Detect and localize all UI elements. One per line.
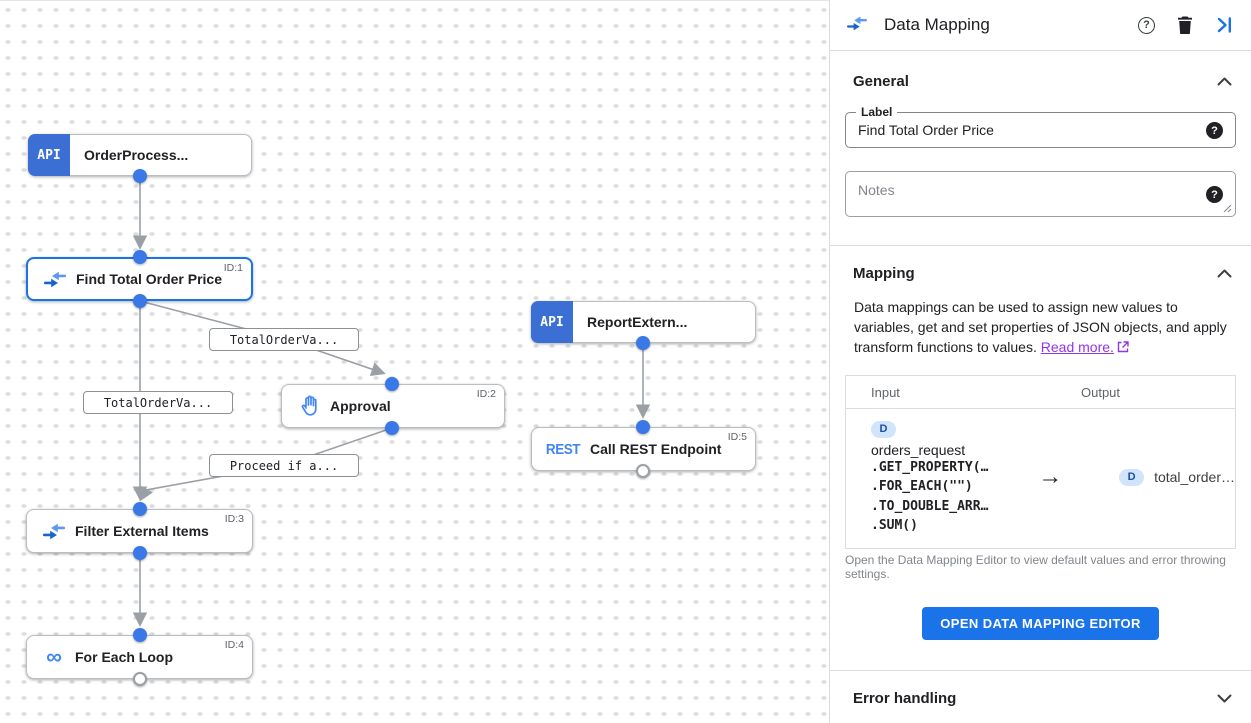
node-order-process[interactable]: API OrderProcess... — [28, 134, 252, 176]
port-in[interactable] — [636, 420, 650, 434]
node-label: Call REST Endpoint — [590, 441, 722, 457]
error-handling-section-toggle[interactable]: Error handling — [853, 690, 1232, 707]
port-out[interactable] — [636, 336, 650, 350]
datatype-badge: D — [1119, 468, 1145, 486]
node-id: ID:1 — [223, 262, 243, 274]
flow-canvas[interactable]: API OrderProcess... Find Total Order Pri… — [0, 0, 829, 723]
port-in[interactable] — [385, 377, 399, 391]
mapping-table-header: Input Output — [846, 376, 1235, 409]
datatype-badge: D — [871, 420, 896, 438]
node-id: ID:2 — [476, 388, 496, 400]
general-section-toggle[interactable]: General — [853, 73, 1232, 90]
node-label: Find Total Order Price — [76, 271, 222, 287]
node-for-each-loop[interactable]: ∞ For Each Loop ID:4 — [26, 635, 253, 679]
mapping-output-cell: D total_order… — [1077, 468, 1235, 486]
api-icon: API — [531, 301, 573, 343]
output-variable: total_order… — [1154, 469, 1235, 486]
chevron-up-icon — [1217, 269, 1232, 278]
node-id: ID:4 — [224, 639, 244, 651]
node-report-extern[interactable]: API ReportExtern... — [531, 301, 756, 343]
panel-title: Data Mapping — [884, 15, 990, 34]
node-call-rest-endpoint[interactable]: REST Call REST Endpoint ID:5 — [531, 427, 756, 471]
transform-function: .FOR_EACH("") — [871, 479, 973, 494]
node-label: Approval — [330, 398, 391, 414]
transform-function: .SUM() — [871, 518, 918, 533]
data-mapping-icon — [846, 14, 868, 37]
notes-input[interactable] — [846, 172, 1235, 216]
api-icon: API — [28, 134, 70, 176]
notes-field: ? — [845, 171, 1236, 217]
mapping-section-toggle[interactable]: Mapping — [853, 265, 1232, 282]
edge-label-total-order-2[interactable]: TotalOrderVa... — [83, 391, 233, 414]
resize-handle-icon[interactable] — [1223, 204, 1232, 213]
label-field-caption: Label — [856, 105, 898, 119]
label-input[interactable] — [846, 113, 1235, 147]
open-data-mapping-editor-button[interactable]: OPEN DATA MAPPING EDITOR — [922, 606, 1159, 640]
port-in[interactable] — [133, 502, 147, 516]
rest-icon: REST — [545, 440, 581, 458]
mapping-row[interactable]: D orders_request .GET_PROPERTY(… .FOR_EA… — [846, 409, 1235, 548]
transform-function: .TO_DOUBLE_ARR… — [871, 498, 989, 514]
node-label: For Each Loop — [75, 649, 173, 665]
node-id: ID:3 — [224, 513, 244, 525]
chevron-down-icon — [1217, 694, 1232, 702]
node-filter-external-items[interactable]: Filter External Items ID:3 — [26, 509, 253, 553]
section-error-handling: Error handling — [830, 671, 1251, 723]
input-column-header: Input — [871, 384, 900, 400]
config-panel: Data Mapping ? General Label ? ? — [829, 0, 1251, 723]
external-link-icon — [1117, 338, 1129, 358]
divider — [830, 245, 1251, 246]
edge-label-proceed-if[interactable]: Proceed if a... — [209, 454, 359, 477]
node-label: Filter External Items — [75, 523, 209, 539]
data-mapping-icon — [42, 269, 68, 289]
mapping-input-cell: D orders_request .GET_PROPERTY(… .FOR_EA… — [846, 419, 1023, 536]
map-arrow-icon: → — [1038, 463, 1063, 491]
trash-icon[interactable] — [1177, 16, 1193, 34]
label-help-icon[interactable]: ? — [1206, 122, 1223, 139]
port-out-open[interactable] — [133, 672, 147, 686]
help-icon[interactable]: ? — [1138, 16, 1155, 34]
mapping-footer-note: Open the Data Mapping Editor to view def… — [845, 552, 1226, 581]
output-column-header: Output — [1081, 384, 1121, 400]
port-out[interactable] — [385, 421, 399, 435]
divider — [830, 669, 1251, 671]
port-out-open[interactable] — [636, 464, 650, 478]
node-id: ID:5 — [727, 431, 747, 443]
general-title: General — [853, 73, 909, 90]
port-out[interactable] — [133, 294, 147, 308]
read-more-link[interactable]: Read more. — [1040, 339, 1114, 355]
mapping-title: Mapping — [853, 265, 915, 282]
port-out[interactable] — [133, 546, 147, 560]
panel-header: Data Mapping ? — [830, 0, 1251, 51]
collapse-panel-icon[interactable] — [1215, 17, 1233, 33]
input-variable: orders_request — [871, 441, 966, 458]
mapping-table: Input Output D orders_request .GET_PROPE… — [845, 375, 1236, 549]
edge-label-total-order-1[interactable]: TotalOrderVa... — [209, 328, 359, 351]
section-general: General — [830, 51, 1251, 90]
port-out[interactable] — [133, 169, 147, 183]
node-label: OrderProcess... — [84, 147, 189, 163]
label-field: Label ? — [845, 105, 1236, 148]
data-mapping-icon — [41, 521, 67, 541]
section-mapping: Mapping Data mappings can be used to ass… — [830, 246, 1251, 358]
error-handling-title: Error handling — [853, 689, 957, 707]
port-in[interactable] — [133, 628, 147, 642]
port-in[interactable] — [133, 250, 147, 264]
approval-hand-icon — [296, 395, 322, 417]
chevron-up-icon — [1217, 77, 1232, 86]
transform-function: .GET_PROPERTY(… — [871, 459, 989, 475]
node-label: ReportExtern... — [587, 314, 688, 330]
notes-help-icon[interactable]: ? — [1206, 186, 1223, 203]
mapping-description: Data mappings can be used to assign new … — [854, 297, 1231, 358]
node-approval[interactable]: Approval ID:2 — [281, 384, 505, 428]
loop-icon: ∞ — [46, 644, 62, 669]
edge-connectors — [132, 176, 651, 627]
